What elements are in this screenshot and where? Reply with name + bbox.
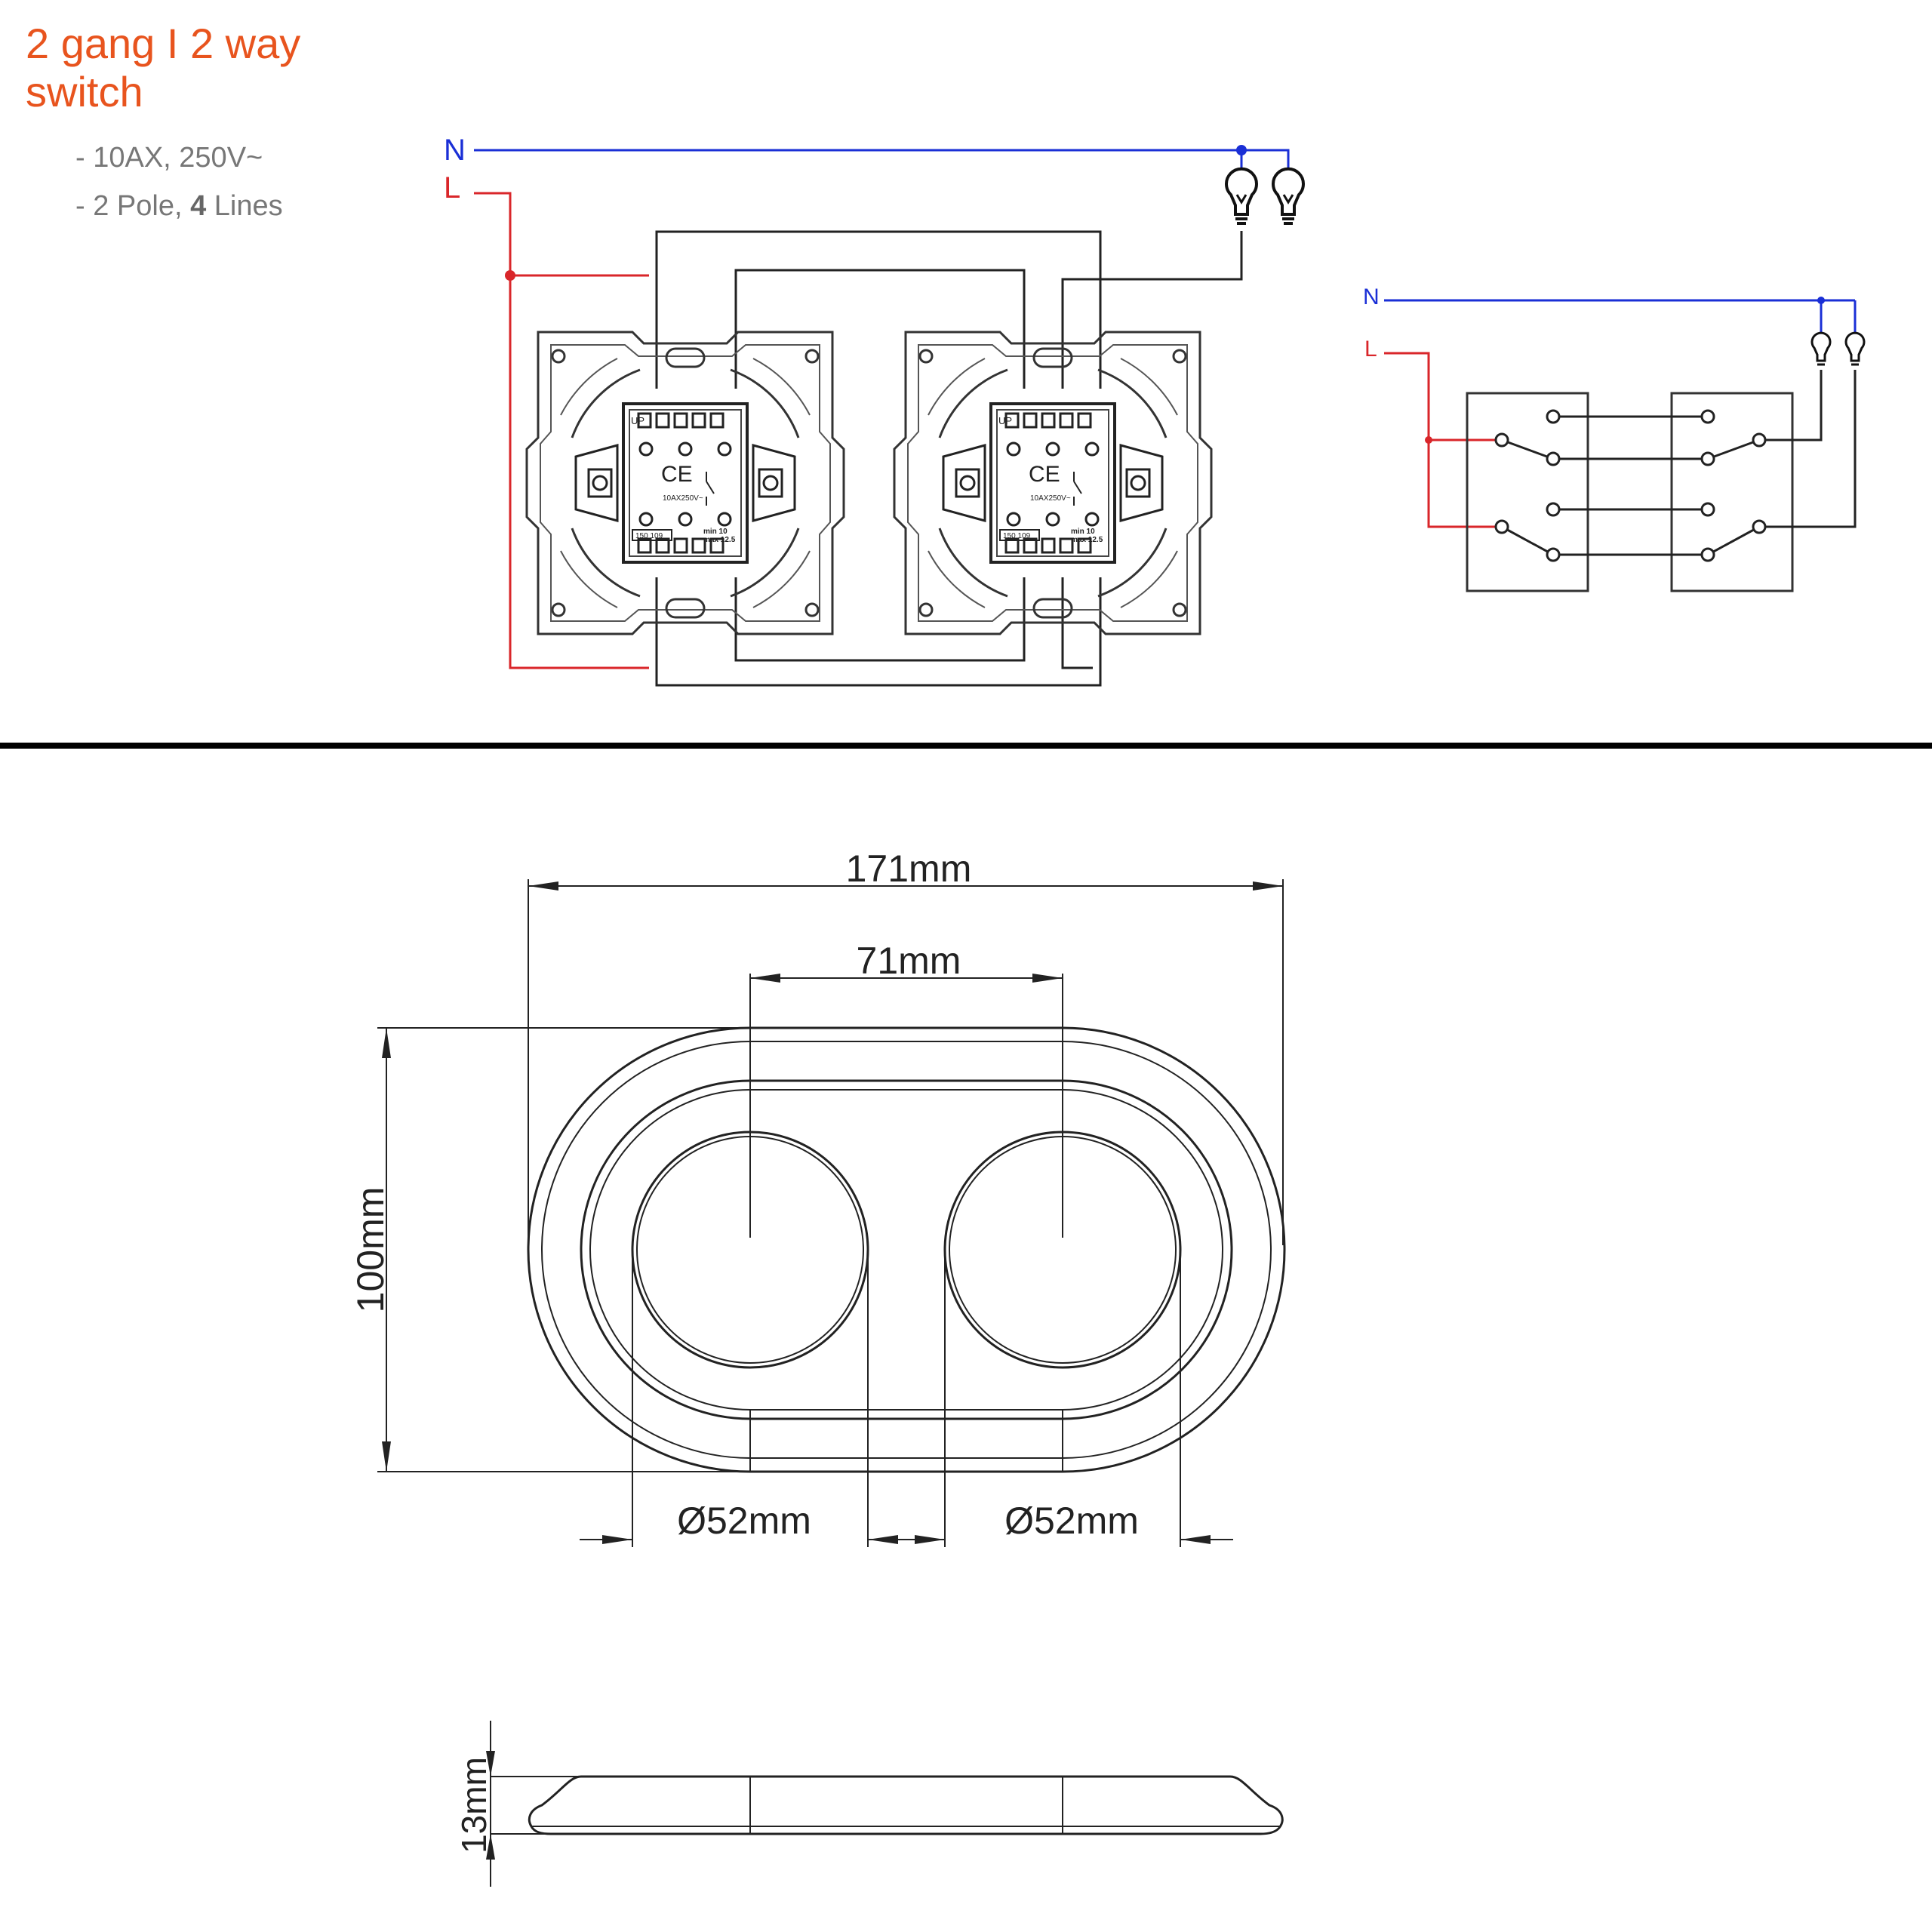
spec-rating: - 10AX, 250V~ bbox=[75, 142, 263, 174]
module-ce-mark: CE bbox=[661, 462, 693, 487]
dim-width-label: 171mm bbox=[846, 848, 972, 890]
schematic-live-label: L bbox=[1364, 337, 1377, 361]
module-up-label: UP bbox=[998, 415, 1012, 426]
schematic-switch-box-1 bbox=[1466, 392, 1589, 592]
lamp-2-icon bbox=[1272, 167, 1305, 225]
dim-diameter-right-label: Ø52mm bbox=[1004, 1500, 1139, 1542]
module-ce-mark: CE bbox=[1029, 462, 1060, 487]
switch-module-left: UP CE 10AX250V~ 150 109 min 10 max 12.5 bbox=[525, 331, 845, 635]
title-line-1: 2 gang I 2 way bbox=[26, 20, 301, 67]
module-min: min 10 bbox=[1071, 528, 1095, 536]
spec-poles: - 2 Pole, 4 Lines bbox=[75, 190, 283, 222]
dim-diameter-left-label: Ø52mm bbox=[677, 1500, 811, 1542]
module-rating: 10AX250V~ bbox=[1030, 494, 1071, 503]
schematic-switch-box-2 bbox=[1670, 392, 1794, 592]
live-junction bbox=[505, 270, 515, 281]
live-wire-bottom bbox=[474, 192, 649, 669]
lamp-1-icon bbox=[1225, 167, 1258, 225]
module-max: max 12.5 bbox=[703, 536, 736, 544]
module-max: max 12.5 bbox=[1071, 536, 1103, 544]
module-rating: 10AX250V~ bbox=[663, 494, 703, 503]
dim-spacing-label: 71mm bbox=[857, 940, 961, 982]
dimension-drawing bbox=[377, 879, 1286, 1887]
switch-module-right: UP CE 10AX250V~ 150 109 min 10 max 12.5 bbox=[893, 331, 1213, 635]
wiring-neutral-label: N bbox=[444, 134, 466, 167]
dim-depth-label: 13mm bbox=[454, 1757, 494, 1854]
neutral-wire bbox=[474, 149, 1290, 198]
frame-outer-outline bbox=[527, 1026, 1286, 1473]
diagram-title: 2 gang I 2 way switch bbox=[26, 20, 300, 116]
module-code: 150 109 bbox=[1003, 532, 1031, 540]
section-divider bbox=[0, 743, 1932, 749]
wiring-diagram: N L UP CE 10AX250V~ 150 109 min bbox=[444, 134, 1305, 687]
module-min: min 10 bbox=[703, 528, 728, 536]
schematic-diagram: N L bbox=[1363, 285, 1866, 592]
frame-side-profile bbox=[528, 1775, 1284, 1835]
schematic-neutral-label: N bbox=[1363, 285, 1380, 309]
title-line-2: switch bbox=[26, 68, 143, 115]
module-code: 150 109 bbox=[635, 532, 663, 540]
schematic-lamp-2-icon bbox=[1844, 331, 1866, 366]
dim-height-label: 100mm bbox=[349, 1187, 392, 1313]
module-up-label: UP bbox=[631, 415, 645, 426]
wiring-live-label: L bbox=[444, 171, 460, 205]
traveller-wires bbox=[655, 230, 1243, 687]
schematic-lamp-1-icon bbox=[1810, 331, 1832, 366]
